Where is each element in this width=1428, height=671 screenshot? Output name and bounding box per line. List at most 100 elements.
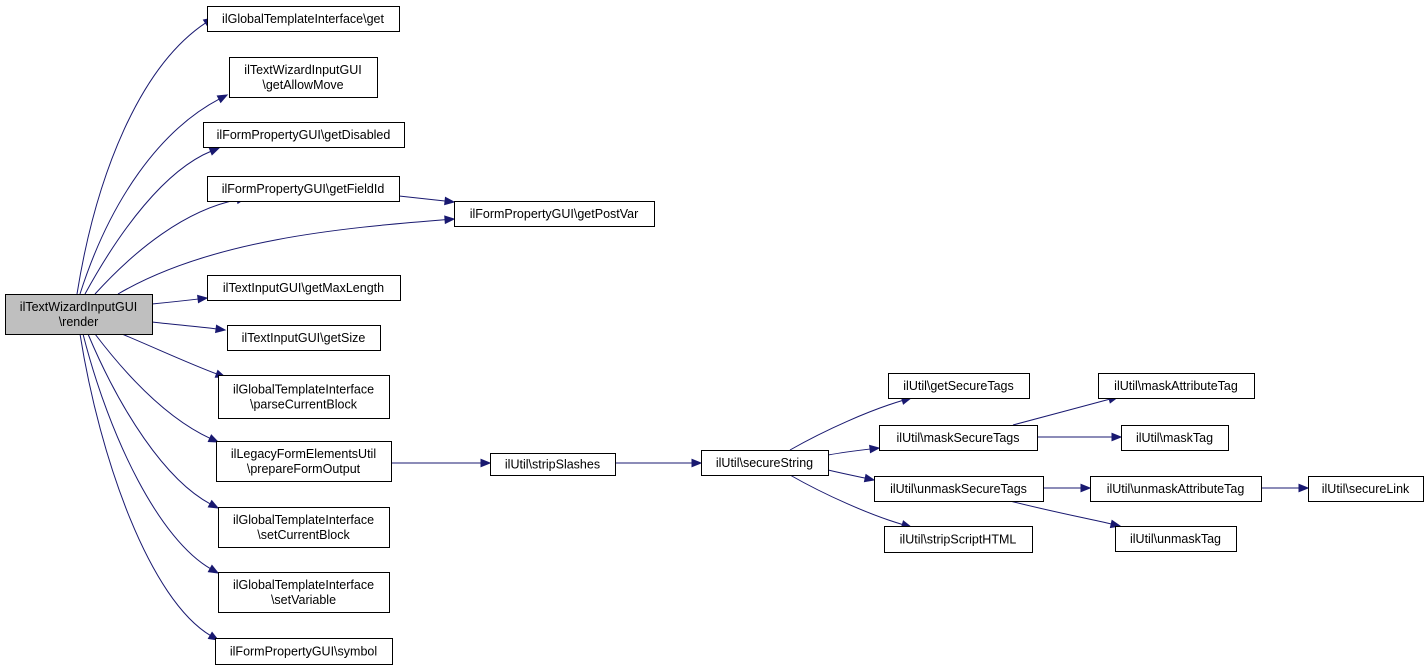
arrowhead — [207, 564, 220, 574]
edge-unmaskSecureTags-to-unmaskTag — [1009, 500, 1122, 529]
node-label: ilUtil\maskAttributeTag — [1114, 379, 1238, 393]
node-label: \prepareFormOutput — [247, 462, 361, 476]
node-label: ilUtil\maskTag — [1136, 431, 1213, 445]
node-label: \render — [59, 315, 99, 329]
node-box — [218, 572, 390, 613]
node-label: ilTextWizardInputGUI — [244, 63, 361, 77]
edge-line — [151, 321, 218, 330]
node-box — [229, 57, 378, 98]
arrowhead — [444, 196, 456, 206]
node-maskAttributeTag[interactable]: ilUtil\maskAttributeTag — [1098, 373, 1255, 399]
arrowhead — [1111, 432, 1123, 442]
arrowhead — [197, 294, 209, 304]
edge-maskSecureTags-to-maskTag — [1037, 432, 1123, 442]
edge-line — [789, 399, 904, 451]
node-label: ilUtil\secureString — [716, 456, 813, 470]
node-getDisabled[interactable]: ilFormPropertyGUI\getDisabled — [203, 122, 405, 148]
node-box — [227, 325, 381, 351]
node-box — [879, 425, 1038, 451]
edge-line — [151, 298, 200, 305]
edge-unmaskSecureTags-to-unmaskAttributeTag — [1043, 483, 1092, 493]
node-box — [1121, 425, 1229, 451]
node-label: ilTextInputGUI\getSize — [242, 331, 366, 345]
edge-render-to-getPostVar — [117, 215, 456, 295]
node-label: ilGlobalTemplateInterface\get — [222, 12, 384, 26]
node-prepareFormOutput[interactable]: ilLegacyFormElementsUtil\prepareFormOutp… — [216, 441, 392, 482]
node-stripSlashes[interactable]: ilUtil\stripSlashes — [490, 453, 616, 476]
edge-line — [76, 21, 207, 295]
node-parseCurrentBlock[interactable]: ilGlobalTemplateInterface\parseCurrentBl… — [218, 375, 390, 419]
node-box — [701, 450, 829, 476]
node-box — [884, 526, 1033, 553]
node-getSecureTags[interactable]: ilUtil\getSecureTags — [888, 373, 1030, 399]
node-label: ilUtil\unmaskAttributeTag — [1107, 482, 1245, 496]
node-label: ilUtil\secureLink — [1322, 482, 1410, 496]
node-getPostVar[interactable]: ilFormPropertyGUI\getPostVar — [454, 201, 655, 227]
node-getSize[interactable]: ilTextInputGUI\getSize — [227, 325, 381, 351]
node-secureLink[interactable]: ilUtil\secureLink — [1308, 476, 1424, 502]
node-label: ilFormPropertyGUI\getFieldId — [222, 182, 385, 196]
edge-maskSecureTags-to-maskAttributeTag — [1012, 395, 1120, 426]
node-maskSecureTags[interactable]: ilUtil\maskSecureTags — [879, 425, 1038, 451]
edge-render-to-setVariable — [82, 333, 220, 574]
node-box — [215, 638, 393, 665]
node-label: ilUtil\getSecureTags — [903, 379, 1013, 393]
node-label: \setVariable — [271, 593, 336, 607]
edge-getFieldId-to-getPostVar — [398, 195, 456, 206]
node-stripScriptHTML[interactable]: ilUtil\stripScriptHTML — [884, 526, 1033, 553]
edge-render-to-setCurrentBlock — [87, 333, 220, 509]
node-unmaskTag[interactable]: ilUtil\unmaskTag — [1115, 526, 1237, 552]
node-label: \parseCurrentBlock — [250, 398, 358, 412]
node-label: ilTextInputGUI\getMaxLength — [223, 281, 384, 295]
arrowhead — [216, 94, 229, 104]
node-box — [203, 122, 405, 148]
node-label: \getAllowMove — [262, 78, 343, 92]
edge-render-to-gti_get — [76, 17, 215, 295]
node-box — [1308, 476, 1424, 502]
arrowhead — [208, 147, 221, 156]
node-unmaskSecureTags[interactable]: ilUtil\unmaskSecureTags — [874, 476, 1044, 502]
node-symbol[interactable]: ilFormPropertyGUI\symbol — [215, 638, 393, 665]
node-setVariable[interactable]: ilGlobalTemplateInterface\setVariable — [218, 572, 390, 613]
edge-prepareFormOutput-to-stripSlashes — [391, 458, 492, 468]
edge-secureString-to-maskSecureTags — [827, 444, 881, 456]
node-label: ilUtil\unmaskTag — [1130, 532, 1221, 546]
node-label: ilUtil\maskSecureTags — [897, 431, 1020, 445]
node-render[interactable]: ilTextWizardInputGUI\render — [5, 294, 153, 335]
node-setCurrentBlock[interactable]: ilGlobalTemplateInterface\setCurrentBloc… — [218, 507, 390, 548]
node-label: ilGlobalTemplateInterface — [233, 513, 374, 527]
node-maskTag[interactable]: ilUtil\maskTag — [1121, 425, 1229, 451]
edge-render-to-getAllowMove — [79, 94, 229, 295]
edge-line — [827, 448, 872, 456]
node-getFieldId[interactable]: ilFormPropertyGUI\getFieldId — [207, 176, 400, 202]
node-getMaxLength[interactable]: ilTextInputGUI\getMaxLength — [207, 275, 401, 301]
node-gti_get[interactable]: ilGlobalTemplateInterface\get — [207, 6, 400, 32]
edge-line — [1009, 500, 1113, 525]
arrowhead — [1080, 483, 1092, 493]
node-box — [490, 453, 616, 476]
edge-line — [1012, 398, 1111, 426]
edge-line — [121, 333, 218, 375]
node-label: ilFormPropertyGUI\getPostVar — [470, 207, 639, 221]
arrowhead — [1298, 483, 1310, 493]
node-secureString[interactable]: ilUtil\secureString — [701, 450, 829, 476]
node-unmaskAttributeTag[interactable]: ilUtil\unmaskAttributeTag — [1090, 476, 1262, 502]
node-box — [454, 201, 655, 227]
edge-render-to-getSize — [151, 321, 227, 334]
edge-line — [789, 474, 904, 526]
node-box — [888, 373, 1030, 399]
edge-render-to-parseCurrentBlock — [121, 333, 227, 378]
node-box — [1098, 373, 1255, 399]
edge-stripSlashes-to-secureString — [615, 458, 703, 468]
edge-render-to-getDisabled — [84, 147, 221, 295]
node-label: ilUtil\unmaskSecureTags — [890, 482, 1027, 496]
node-box — [1115, 526, 1237, 552]
node-label: \setCurrentBlock — [257, 528, 350, 542]
node-box — [874, 476, 1044, 502]
node-label: ilUtil\stripScriptHTML — [900, 533, 1017, 547]
arrowhead — [215, 324, 227, 334]
edge-line — [827, 469, 867, 479]
arrowhead — [480, 458, 492, 468]
node-box — [207, 275, 401, 301]
node-getAllowMove[interactable]: ilTextWizardInputGUI\getAllowMove — [229, 57, 378, 98]
